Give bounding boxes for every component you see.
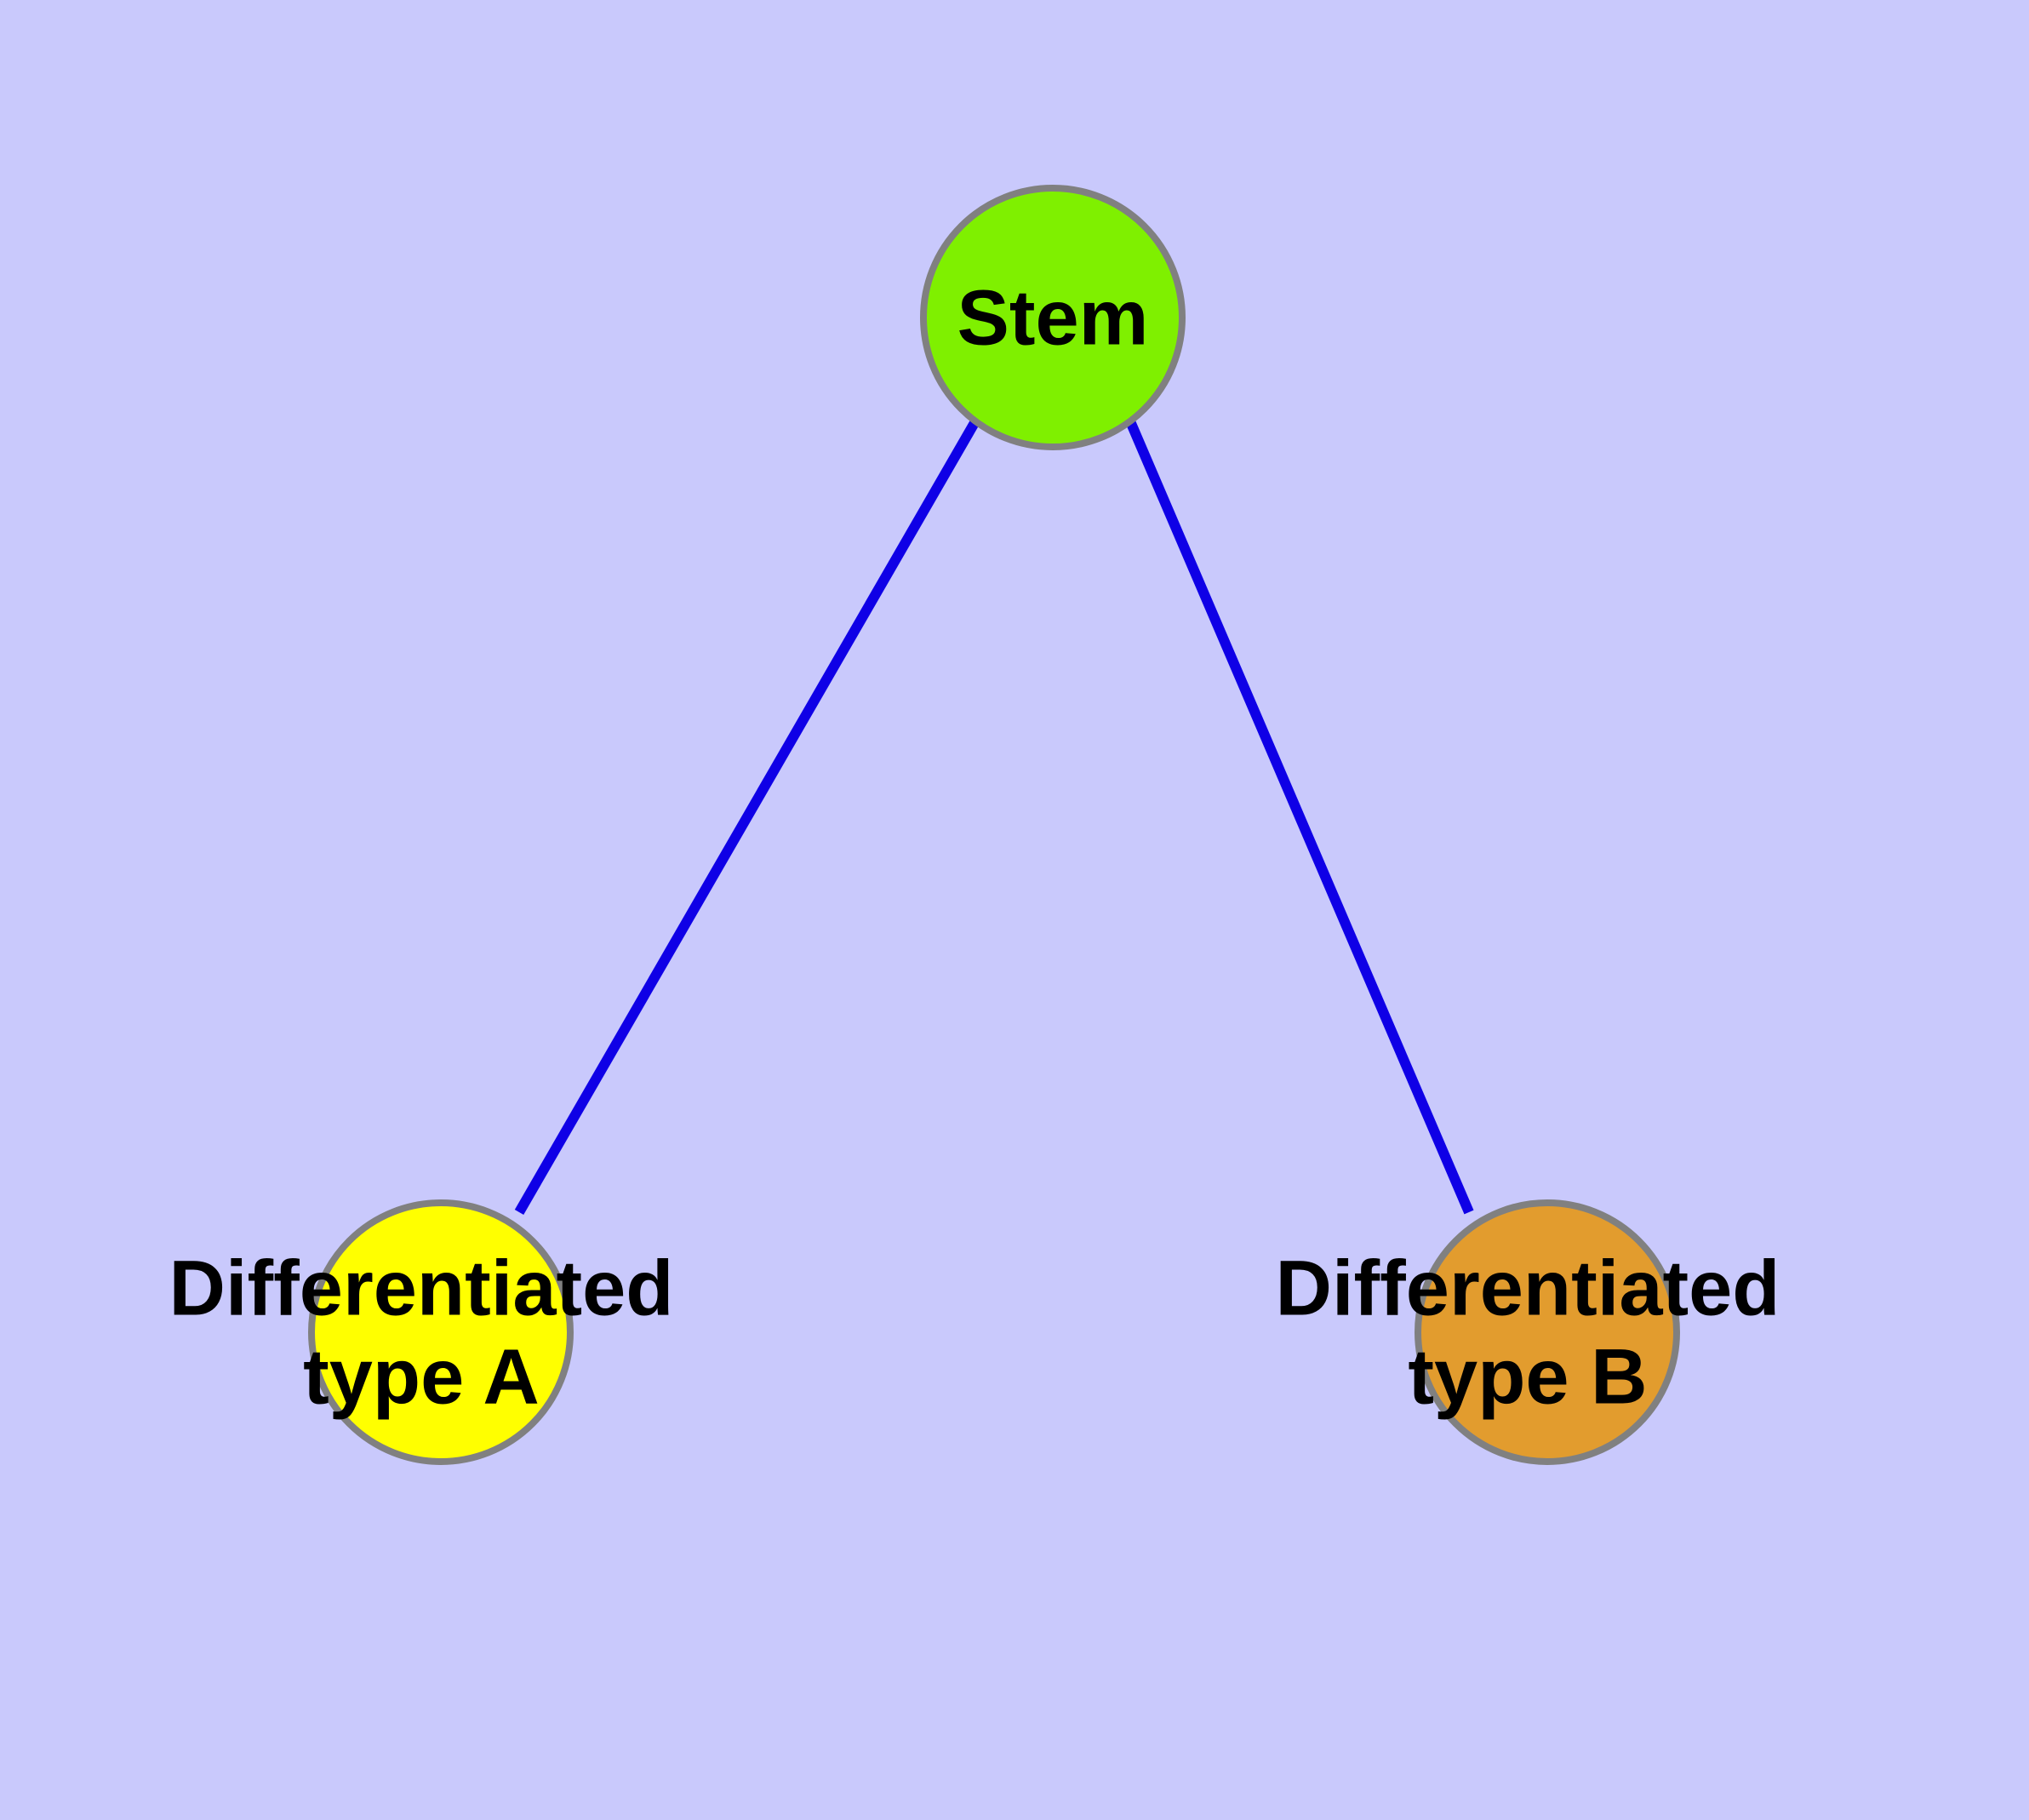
node-label-stem: Stem xyxy=(957,274,1149,361)
node-label-line: Differentiated xyxy=(169,1245,674,1331)
edges-group xyxy=(514,419,1474,1215)
node-label-line: type B xyxy=(1408,1333,1647,1420)
node-stem[interactable] xyxy=(920,185,1186,450)
edge-stem-to-diff_b[interactable] xyxy=(1125,419,1474,1215)
edge-stem-to-diff_a[interactable] xyxy=(514,419,980,1215)
node-label-line: Differentiated xyxy=(1276,1245,1780,1331)
nodes-group xyxy=(308,185,1680,1465)
node-diff_a[interactable] xyxy=(308,1199,574,1465)
node-diff_b[interactable] xyxy=(1415,1199,1680,1465)
node-label-line: Stem xyxy=(957,274,1149,361)
node-label-line: type A xyxy=(303,1333,540,1420)
